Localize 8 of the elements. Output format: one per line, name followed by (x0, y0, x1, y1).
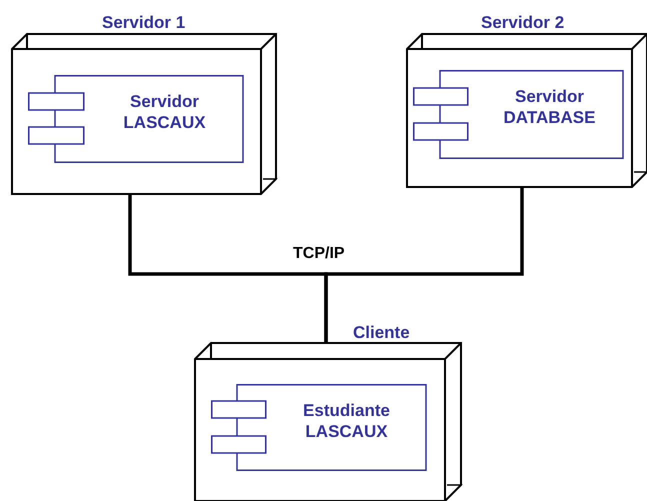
node-title: Servidor 2 (481, 13, 564, 33)
component-name: Servidor LASCAUX (122, 91, 207, 133)
component-name: Servidor DATABASE (502, 86, 596, 128)
node-title: Cliente (353, 323, 410, 343)
node-title: Servidor 1 (102, 13, 186, 33)
protocol-label: TCP/IP (293, 245, 345, 263)
connection-line (324, 187, 524, 343)
component-name: Estudiante LASCAUX (302, 400, 391, 442)
